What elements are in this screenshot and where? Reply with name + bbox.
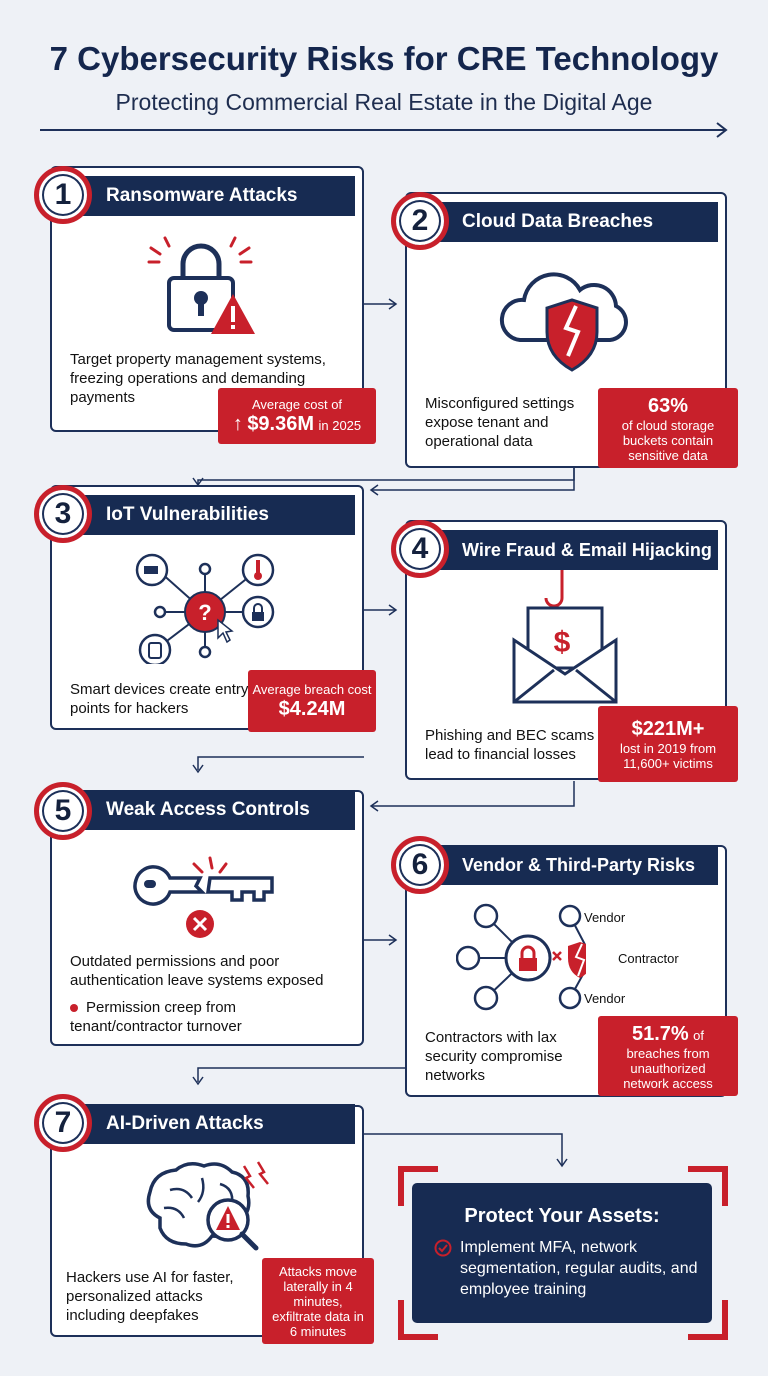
padlock-warning-icon: [147, 236, 255, 334]
svg-text:$: $: [554, 626, 571, 659]
stat-badge-iot: Average breach cost $4.24M: [248, 670, 376, 732]
stat-label: breaches from unauthorized network acces…: [623, 1045, 713, 1091]
risk-title-access: Weak Access Controls: [72, 790, 355, 830]
risk-description-wire-fraud: Phishing and BEC scams lead to financial…: [425, 727, 595, 763]
risk-description-iot: Smart devices create entry points for ha…: [70, 681, 249, 717]
broken-key-icon: [133, 856, 274, 938]
risk-description-cloud: Misconfigured settings expose tenant and…: [425, 395, 575, 450]
node-label-vendor-top: Vendor: [584, 910, 626, 925]
risk-description-ransomware: Target property management systems, free…: [70, 351, 326, 406]
stat-label: of cloud storage buckets contain sensiti…: [621, 417, 715, 463]
header-arrow-icon: [40, 122, 728, 138]
iot-network-icon: ?: [135, 553, 275, 664]
stat-value: $4.24M: [278, 697, 346, 720]
stat-value: $9.36M: [247, 412, 315, 435]
risk-title-cloud: Cloud Data Breaches: [428, 202, 718, 242]
risk-title-ai: AI-Driven Attacks: [72, 1104, 355, 1144]
risk-number-7: 7: [34, 1094, 92, 1152]
ai-brain-warning-icon: [146, 1161, 269, 1251]
stat-badge-vendor: 51.7% of breaches from unauthorized netw…: [598, 1016, 738, 1096]
stat-badge-wire-fraud: $221M+ lost in 2019 from 11,600+ victims: [598, 706, 738, 782]
risk-number-3: 3: [34, 485, 92, 543]
stat-label: Attacks move laterally in 4 minutes, exf…: [272, 1263, 364, 1339]
risk-number-1: 1: [34, 166, 92, 224]
check-circle-icon: [434, 1239, 452, 1257]
stat-label: Average breach cost: [252, 681, 372, 697]
risk-title-ransomware: Ransomware Attacks: [72, 176, 355, 216]
svg-text:?: ?: [198, 600, 211, 625]
risk-number-5: 5: [34, 782, 92, 840]
stat-suffix: in 2025: [318, 417, 362, 433]
phishing-envelope-icon: $: [512, 570, 618, 704]
risk-number-4: 4: [391, 520, 449, 578]
vendor-network-icon: [456, 903, 586, 1011]
protect-frame-corners: [398, 1166, 728, 1340]
node-label-vendor-bottom: Vendor: [584, 991, 626, 1006]
protect-title: Protect Your Assets:: [464, 1205, 660, 1227]
stat-value-suffix: of: [693, 1027, 704, 1043]
risk-number-6: 6: [391, 836, 449, 894]
stat-badge-ai: Attacks move laterally in 4 minutes, exf…: [262, 1258, 374, 1344]
stat-label: Average cost of: [251, 396, 343, 412]
protect-your-assets-box: Protect Your Assets: Implement MFA, netw…: [412, 1183, 712, 1323]
protect-text: Implement MFA, network segmentation, reg…: [460, 1239, 698, 1298]
risk-description-vendor: Contractors with lax security compromise…: [425, 1029, 563, 1084]
node-label-contractor: Contractor: [618, 951, 679, 966]
stat-badge-ransomware: Average cost of ↑ $9.36M in 2025: [218, 388, 376, 444]
stat-label: lost in 2019 from 11,600+ victims: [619, 741, 717, 771]
risk-title-vendor: Vendor & Third-Party Risks: [428, 845, 718, 885]
risk-title-iot: IoT Vulnerabilities: [72, 495, 355, 535]
stat-badge-cloud: 63% of cloud storage buckets contain sen…: [598, 388, 738, 468]
risk-bullet-access: Permission creep from tenant/contractor …: [70, 999, 242, 1035]
risk-title-wire-fraud: Wire Fraud & Email Hijacking: [428, 530, 718, 570]
bullet-dot-icon: [70, 1004, 78, 1013]
cloud-broken-shield-icon: [499, 272, 628, 372]
risk-description-ai: Hackers use AI for faster, personalized …: [66, 1269, 234, 1324]
risk-description-access: Outdated permissions and poor authentica…: [70, 953, 324, 989]
risk-number-2: 2: [391, 192, 449, 250]
page-subtitle: Protecting Commercial Real Estate in the…: [115, 89, 653, 115]
stat-value: 63%: [647, 394, 689, 417]
stat-value: 51.7%: [631, 1022, 689, 1045]
page-title: 7 Cybersecurity Risks for CRE Technology: [49, 40, 719, 77]
stat-value: $221M+: [631, 718, 705, 740]
